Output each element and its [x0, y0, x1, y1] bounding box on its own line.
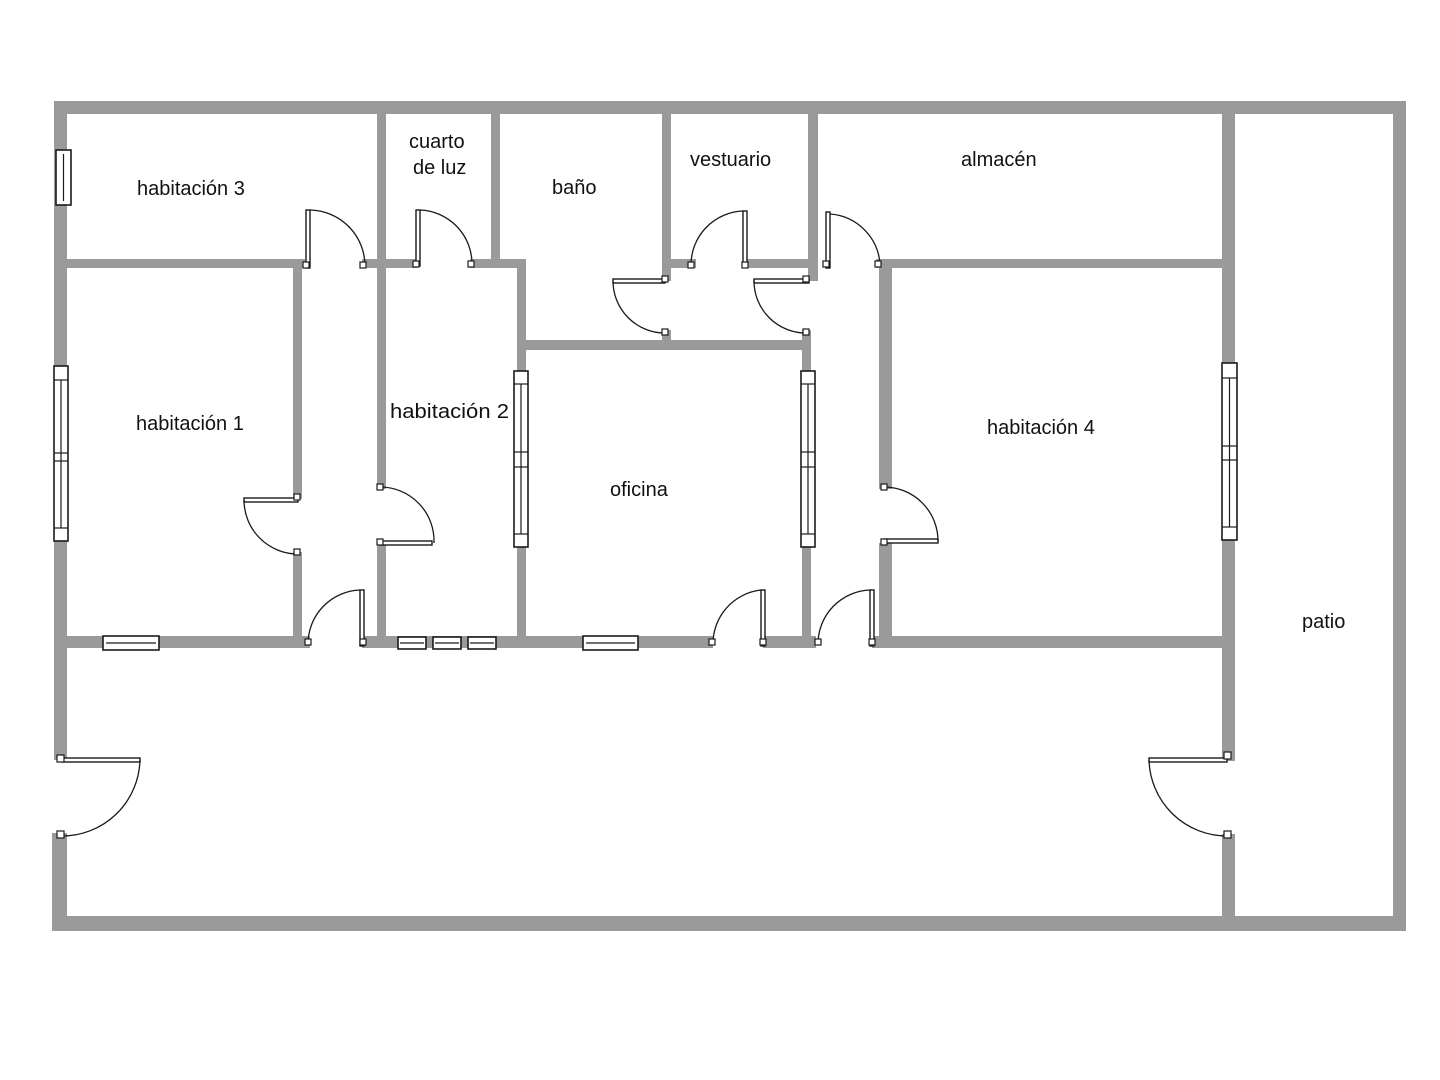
window-corridor-habitacion1 — [102, 635, 160, 651]
wall-corridor-stub-top — [362, 259, 386, 268]
door-corridor-right — [814, 589, 876, 647]
door-patio — [1148, 751, 1232, 839]
wall-habitacion4-left-lower — [879, 543, 892, 645]
windows — [53, 149, 1238, 651]
room-labels: habitación 3 cuarto de luz baño vestuari… — [136, 131, 1345, 633]
label-cuarto-de-luz-line2: de luz — [413, 157, 466, 179]
wall-vestuario-bottom-right — [746, 259, 810, 268]
label-habitacion-3: habitación 3 — [137, 178, 245, 200]
exterior-wall-left-lower — [52, 833, 67, 931]
wall-habitacion1-right-upper — [293, 259, 302, 499]
wall-habitacion4-left-upper — [879, 259, 892, 489]
wall-cuarto-right — [491, 101, 500, 266]
wall-vestuario-right — [808, 101, 818, 281]
wall-habitacion3-bottom — [54, 259, 305, 268]
window-corridor-habitacion2-b — [432, 636, 462, 650]
label-habitacion-4: habitación 4 — [987, 417, 1095, 439]
exterior-wall-bottom — [52, 916, 1406, 931]
door-habitacion2 — [376, 483, 435, 546]
label-habitacion-2: habitación 2 — [390, 401, 509, 423]
window-habitacion3 — [55, 149, 72, 206]
door-entrance — [56, 754, 141, 839]
door-vestuario — [687, 210, 749, 269]
label-bano: baño — [552, 177, 597, 199]
label-almacen: almacén — [961, 149, 1037, 171]
wall-cuarto-bottom-right — [470, 259, 526, 268]
door-corridor-left — [304, 589, 367, 647]
window-corridor-oficina — [582, 635, 639, 651]
door-bano — [612, 275, 669, 336]
patio-wall-lower — [1222, 834, 1235, 924]
window-habitacion4 — [1221, 362, 1238, 541]
wall-vestuario-bottom-left — [662, 259, 696, 268]
wall-oficina-top — [517, 340, 811, 350]
exterior-wall-right — [1393, 101, 1406, 931]
door-habitacion3 — [302, 209, 367, 269]
walls — [52, 101, 1406, 931]
wall-habitacion2-left-lower — [377, 543, 386, 645]
window-corridor-habitacion2-a — [397, 636, 427, 650]
label-vestuario: vestuario — [690, 149, 771, 171]
wall-cuarto-bottom-left — [377, 259, 417, 268]
wall-corridor-bottom-c — [763, 636, 816, 648]
label-cuarto-de-luz-line1: cuarto — [409, 131, 465, 153]
window-oficina-left — [513, 370, 529, 548]
label-patio: patio — [1302, 611, 1345, 633]
window-oficina-right — [800, 370, 816, 548]
door-almacen — [822, 211, 882, 269]
window-habitacion1 — [53, 365, 69, 542]
wall-bano-left — [517, 259, 526, 349]
exterior-wall-top — [54, 101, 1406, 114]
wall-corridor-bottom-d — [872, 636, 1235, 648]
doors — [56, 209, 1232, 839]
wall-almacen-bottom — [876, 259, 1235, 268]
wall-habitacion2-left-upper — [377, 259, 386, 489]
door-vestuario-corridor — [753, 275, 810, 336]
door-cuarto-de-luz — [412, 209, 475, 268]
label-oficina: oficina — [610, 479, 669, 501]
wall-bano-right — [662, 101, 671, 281]
door-oficina — [708, 589, 767, 647]
wall-habitacion3-right — [377, 101, 386, 268]
window-corridor-habitacion2-c — [467, 636, 497, 650]
wall-corridor-bottom-a — [54, 636, 310, 648]
door-habitacion4 — [880, 483, 939, 546]
label-habitacion-1: habitación 1 — [136, 413, 244, 435]
door-habitacion1 — [243, 493, 301, 556]
wall-habitacion1-right-lower — [293, 552, 302, 645]
